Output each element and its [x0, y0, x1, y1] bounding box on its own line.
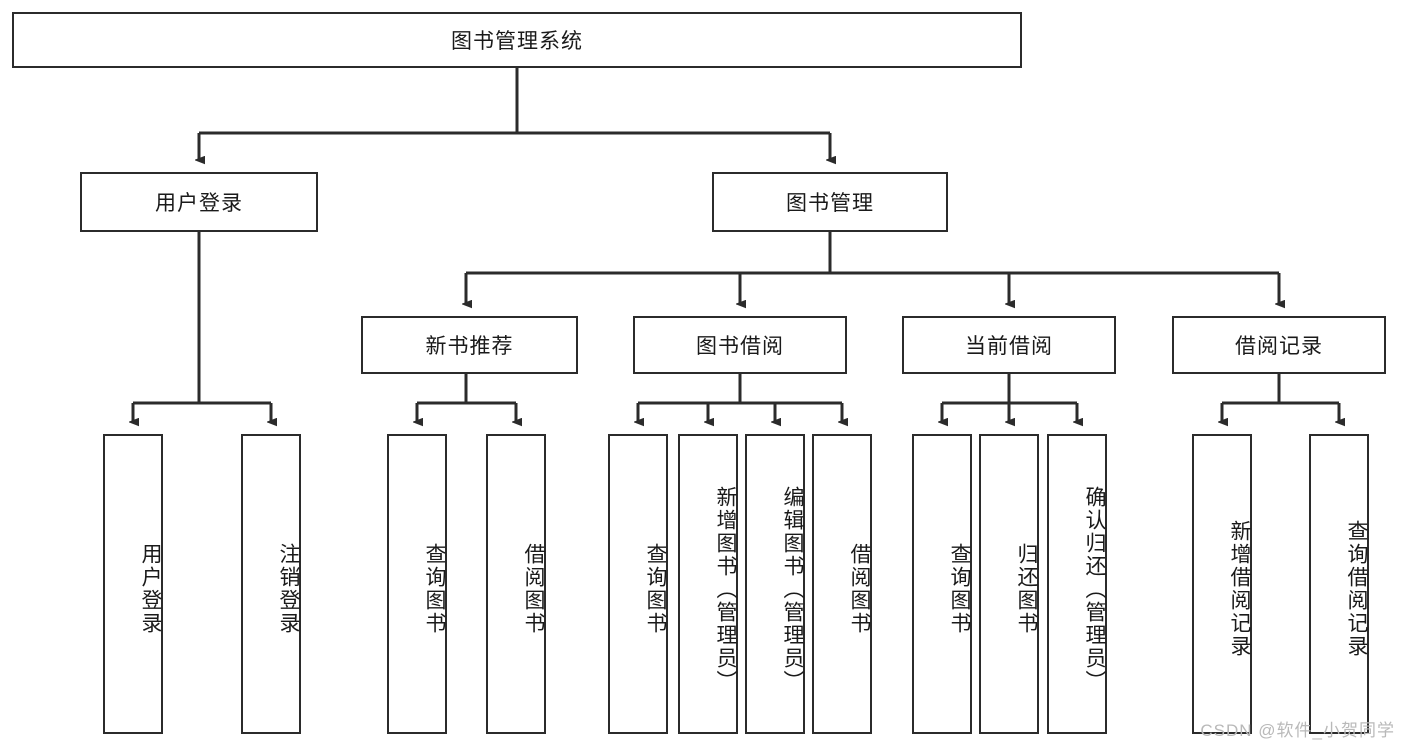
node-label: 用户登录 — [155, 192, 243, 215]
node-label: 图书管理系统 — [451, 30, 583, 53]
leaf-current-borrow-query-books[interactable]: 查询图书 — [912, 434, 972, 734]
leaf-user-login-login[interactable]: 用户登录 — [103, 434, 163, 734]
leaf-current-borrow-return-books[interactable]: 归还图书 — [979, 434, 1039, 734]
leaf-new-book-borrow-books[interactable]: 借阅图书 — [486, 434, 546, 734]
leaf-user-login-logout[interactable]: 注销登录 — [241, 434, 301, 734]
csdn-watermark: CSDN @软件_小贺同学 — [1200, 721, 1395, 740]
leaf-book-borrow-query-books[interactable]: 查询图书 — [608, 434, 668, 734]
node-borrow-record[interactable]: 借阅记录 — [1172, 316, 1386, 374]
node-label: 借阅记录 — [1235, 335, 1323, 358]
leaf-borrow-record-query-record[interactable]: 查询借阅记录 — [1309, 434, 1369, 734]
leaf-borrow-record-add-record[interactable]: 新增借阅记录 — [1192, 434, 1252, 734]
node-book-borrow[interactable]: 图书借阅 — [633, 316, 847, 374]
node-book-management[interactable]: 图书管理 — [712, 172, 948, 232]
leaf-book-borrow-edit-book-admin[interactable]: 编辑图书（管理员） — [745, 434, 805, 734]
node-label: 当前借阅 — [965, 335, 1053, 358]
leaf-book-borrow-add-book-admin[interactable]: 新增图书（管理员） — [678, 434, 738, 734]
node-label: 图书管理 — [786, 192, 874, 215]
leaf-book-borrow-borrow-books[interactable]: 借阅图书 — [812, 434, 872, 734]
node-new-book-recommend[interactable]: 新书推荐 — [361, 316, 578, 374]
node-label: 图书借阅 — [696, 335, 784, 358]
leaf-current-borrow-confirm-return-admin[interactable]: 确认归还（管理员） — [1047, 434, 1107, 734]
node-label: 新书推荐 — [425, 335, 514, 358]
node-user-login[interactable]: 用户登录 — [80, 172, 318, 232]
node-current-borrow[interactable]: 当前借阅 — [902, 316, 1116, 374]
leaf-new-book-query-books[interactable]: 查询图书 — [387, 434, 447, 734]
node-root-book-management-system[interactable]: 图书管理系统 — [12, 12, 1022, 68]
